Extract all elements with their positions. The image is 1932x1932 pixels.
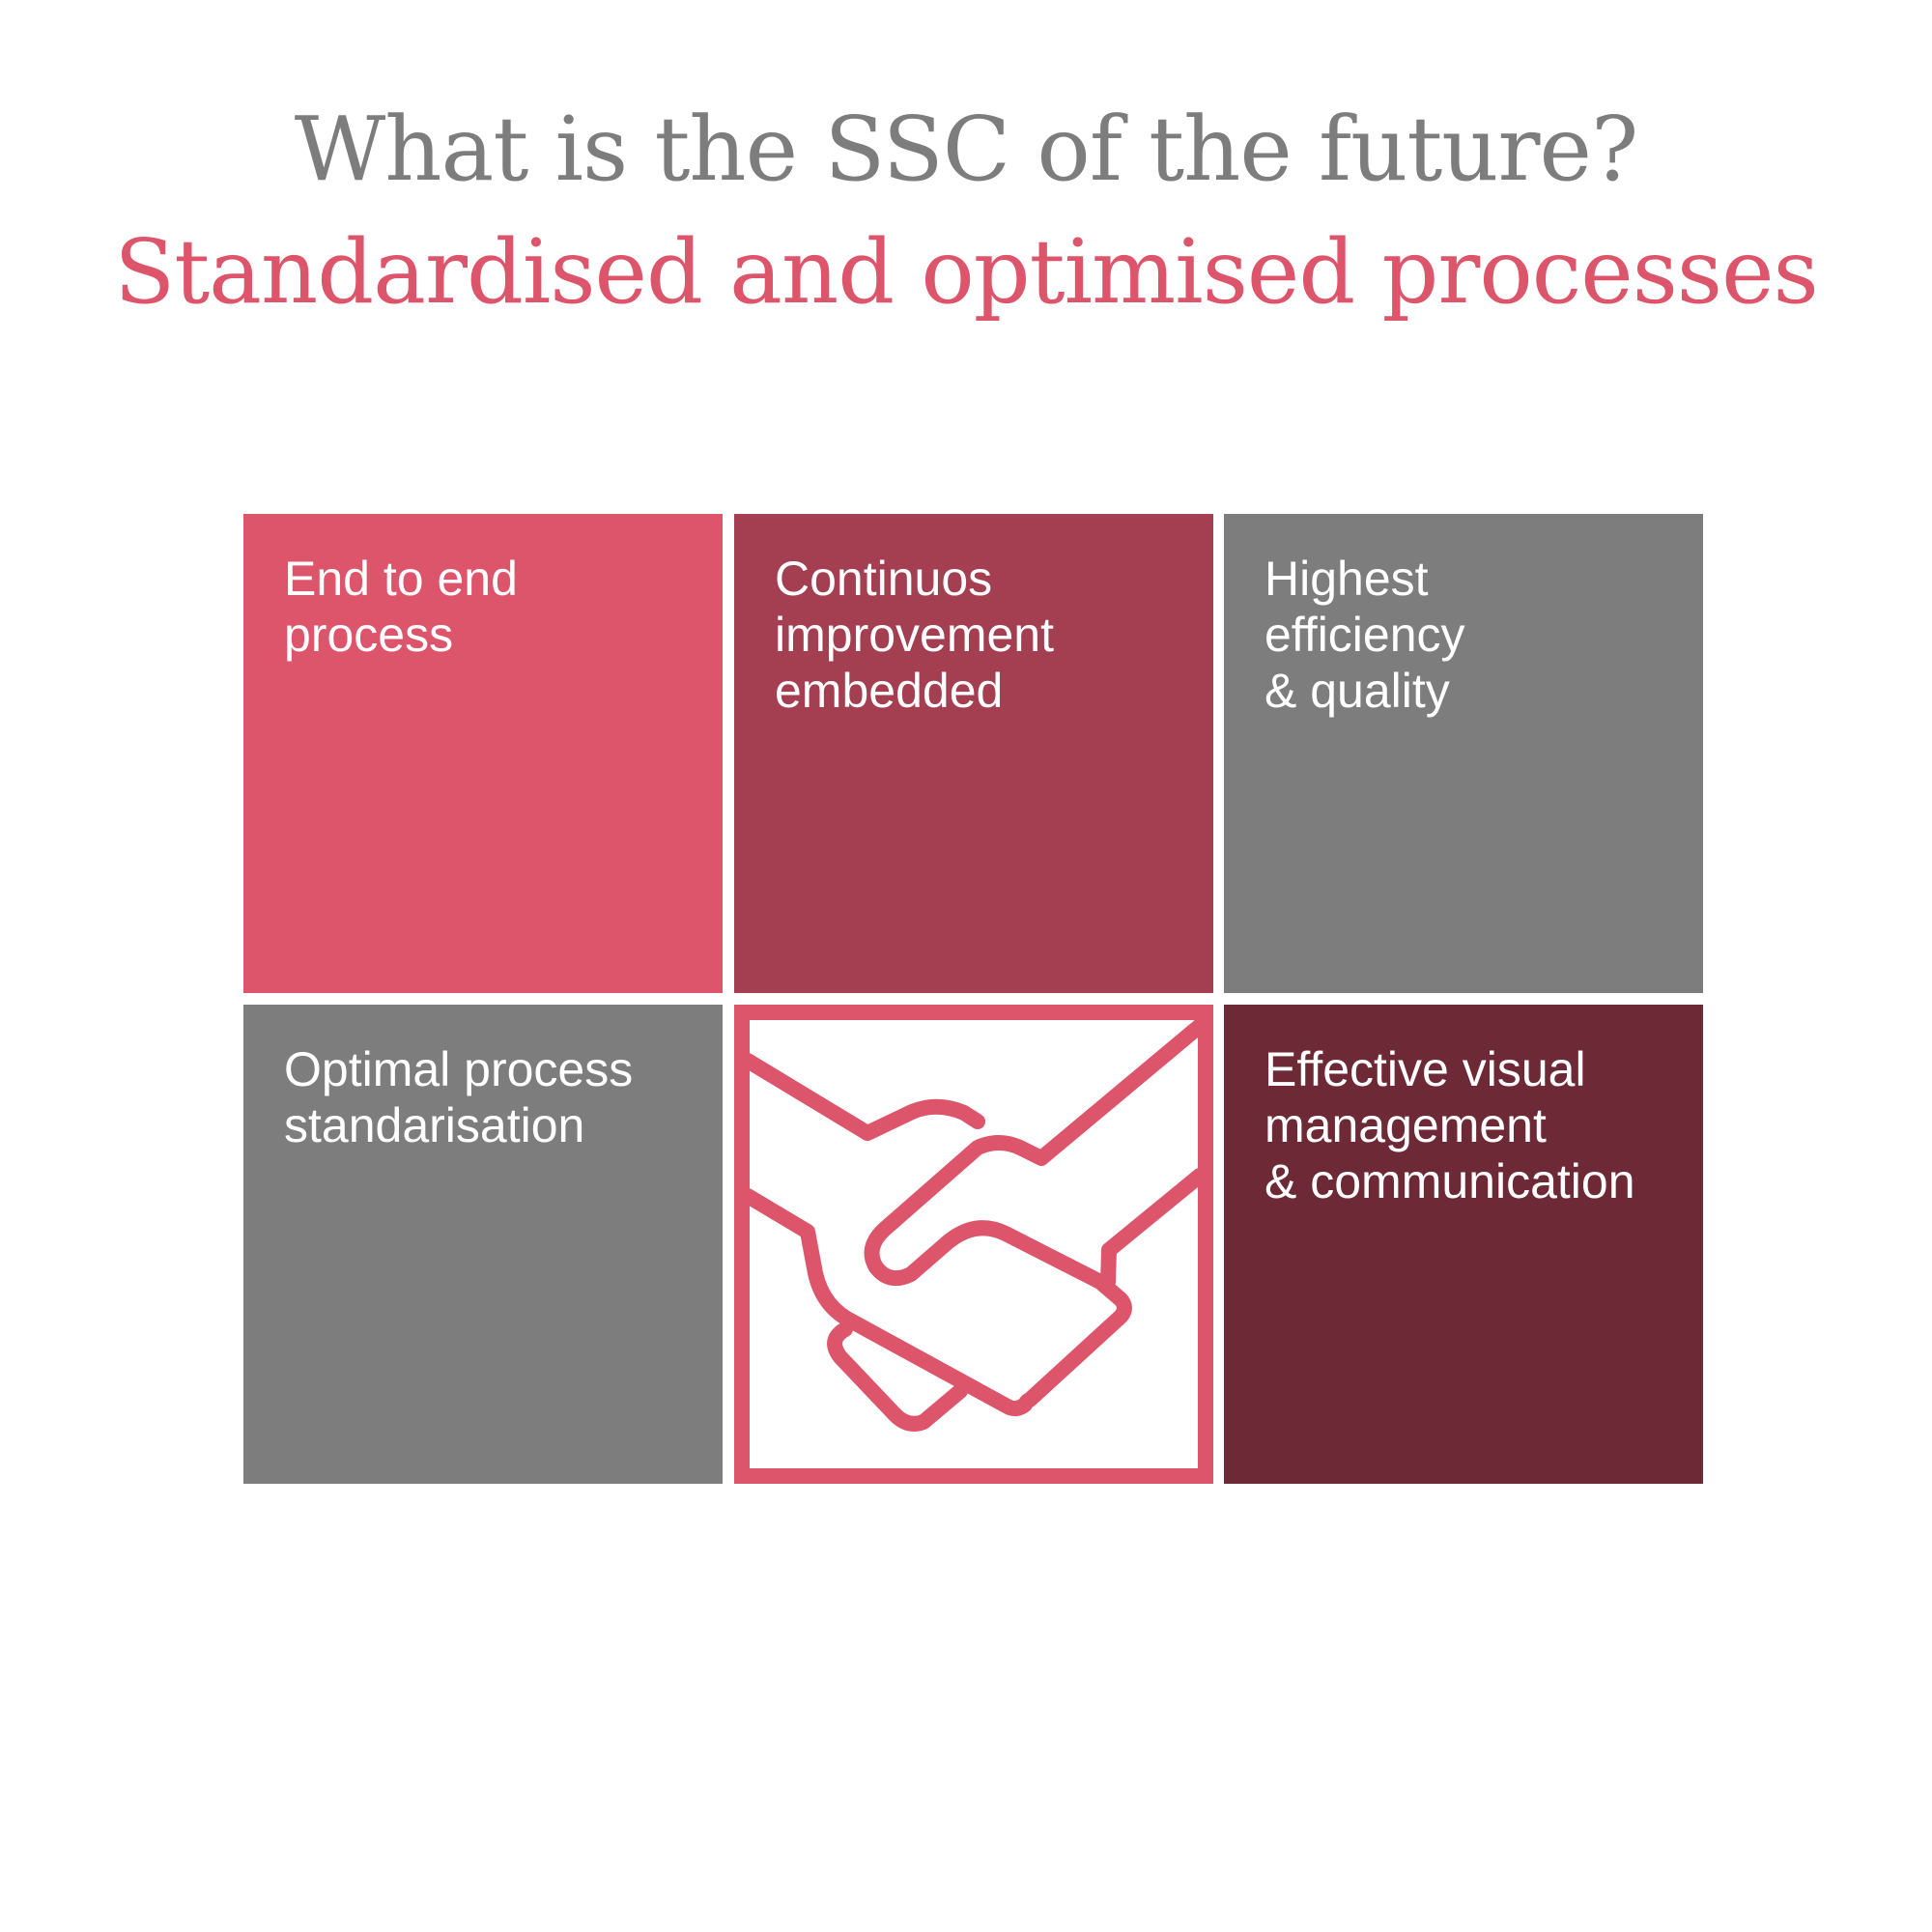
tile-efficiency-quality: Highest efficiency & quality [1224, 514, 1703, 993]
tile-process-standardisation: Optimal process standarisation [243, 1005, 723, 1484]
tile-visual-management: Effective visual management & communicat… [1224, 1005, 1703, 1484]
tile-handshake [734, 1005, 1213, 1484]
tile-continuous-improvement: Continuos improvement embedded [734, 514, 1213, 993]
tile-label: Effective visual management & communicat… [1264, 1042, 1635, 1208]
tile-label: Optimal process standarisation [284, 1042, 634, 1152]
tile-end-to-end-process: End to end process [243, 514, 723, 993]
tile-label: Highest efficiency & quality [1264, 552, 1465, 718]
tile-label: Continuos improvement embedded [775, 552, 1054, 718]
handshake-icon [734, 1005, 1213, 1484]
tile-label: End to end process [284, 552, 518, 662]
page-subtitle: Standardised and optimised processes [114, 220, 1819, 324]
page-title: What is the SSC of the future? [294, 98, 1639, 201]
